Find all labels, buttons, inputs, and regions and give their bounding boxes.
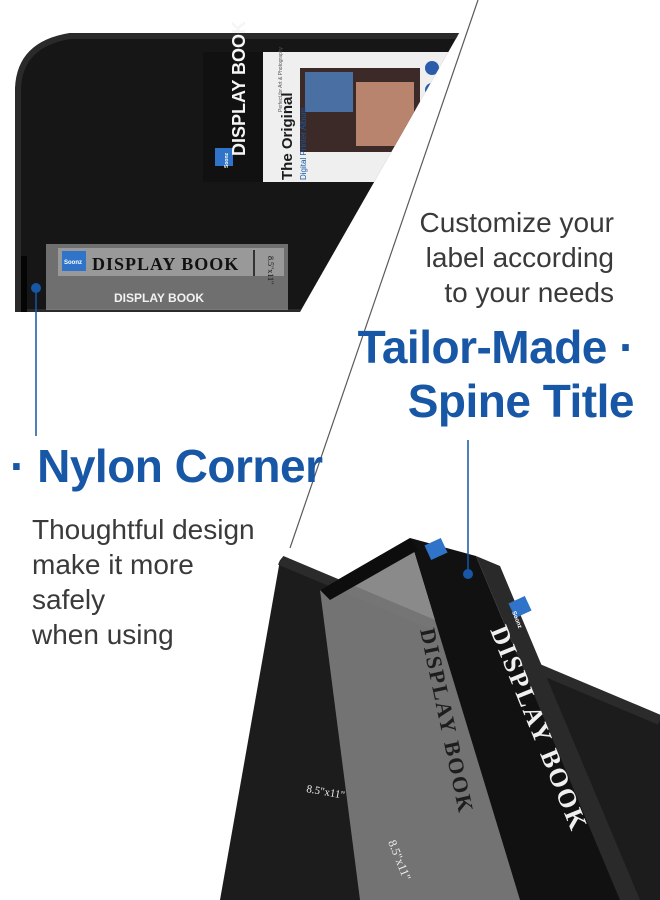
nylon-corner-bullet: · <box>10 440 25 492</box>
nylon-corner-marker <box>31 283 41 293</box>
spine-title-description: Customize your label according to your n… <box>419 207 614 308</box>
spine-caption: DISPLAY BOOK <box>114 291 204 305</box>
bottom-binder-photo: Soonz DISPLAY BOOK 8.5"x11" DISPLAY BOOK… <box>220 537 660 900</box>
cover-tagline: The Original <box>279 92 296 180</box>
diagonal-divider <box>289 0 479 549</box>
cover-brand: Soonz <box>224 153 230 168</box>
bottom-brand-logo-b <box>508 595 532 619</box>
bottom-spine <box>410 538 620 900</box>
spine-title: DISPLAY BOOK <box>92 254 239 274</box>
spine-title-bullet: · <box>619 321 634 373</box>
spine-size: 8.5"x11" <box>266 256 275 284</box>
bottom-insert <box>320 538 520 900</box>
cover-subtitle: Digital Printer Album <box>299 107 308 180</box>
bottom-brand-logo-a <box>424 537 448 561</box>
top-spine-label: Soonz DISPLAY BOOK 8.5"x11" DISPLAY BOOK <box>46 244 288 310</box>
cover-label: DISPLAY BOOK The Original Digital Printe… <box>203 21 475 182</box>
cover-heading: DISPLAY BOOK <box>229 21 249 156</box>
cover-brand-logo <box>215 148 233 166</box>
spine-brand: Soonz <box>64 260 82 266</box>
cover-side-note: Perfect for Art & Photography <box>278 46 284 112</box>
spine-brand-logo <box>62 251 86 271</box>
nylon-corner-heading: · Nylon Corner <box>10 440 323 492</box>
nylon-corner-description: Thoughtful design make it more safely wh… <box>32 514 255 650</box>
spine-title-heading: Tailor-Made · Spine Title <box>357 321 635 427</box>
